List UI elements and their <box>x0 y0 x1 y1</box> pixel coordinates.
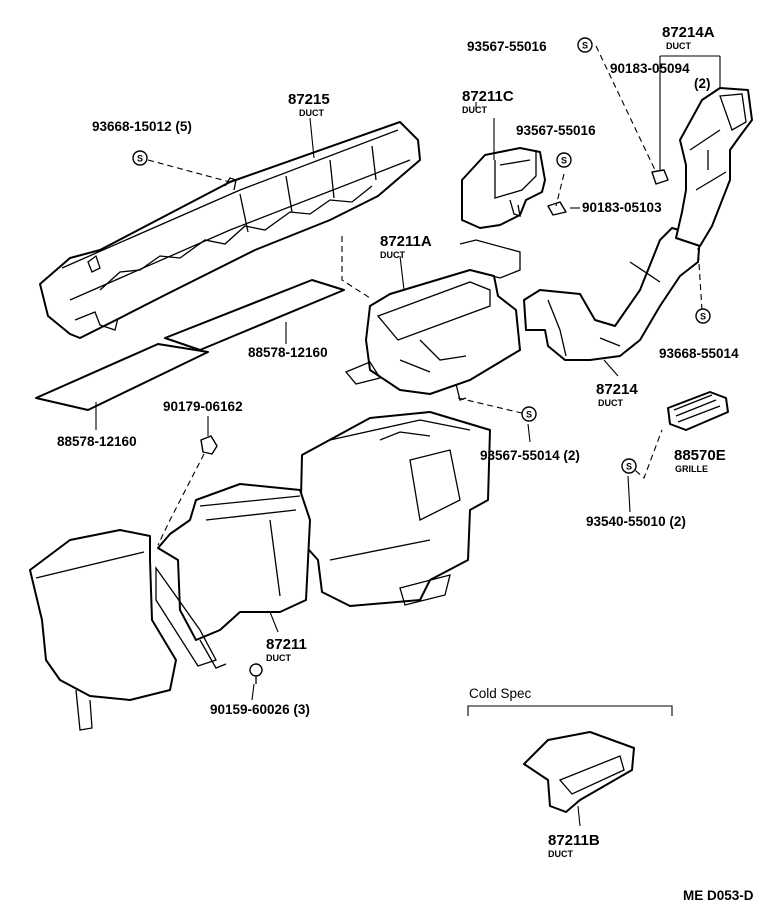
label-93668-15012: 93668-15012 (5) <box>92 119 192 134</box>
svg-text:S: S <box>561 156 567 166</box>
s-symbol-93567-55016-b: S <box>556 152 572 168</box>
s-symbol-93567-55014: S <box>521 406 537 422</box>
label-93668-55014: 93668-55014 <box>659 346 739 361</box>
clip-90183-05094[interactable] <box>651 169 669 185</box>
label-88570E-grille: GRILLE <box>675 464 708 474</box>
label-93567-55014: 93567-55014 (2) <box>480 448 580 463</box>
duct-87211[interactable] <box>155 483 311 669</box>
pad-88578-lower[interactable] <box>35 343 209 411</box>
s-symbol-93668-55014: S <box>695 308 711 324</box>
clip-90183-05103[interactable] <box>547 201 567 216</box>
label-90179-06162: 90179-06162 <box>163 399 243 414</box>
s-symbol-93567-55016-a: S <box>577 37 593 53</box>
s-symbol-93540-55010: S <box>621 458 637 474</box>
label-87215: 87215 <box>288 91 330 108</box>
label-87211: 87211 <box>266 636 307 653</box>
label-93540-55010: 93540-55010 (2) <box>586 514 686 529</box>
svg-text:S: S <box>626 462 632 472</box>
label-87211B: 87211B <box>548 832 600 849</box>
duct-left-outlet[interactable] <box>29 529 177 731</box>
duct-87214A[interactable] <box>675 87 753 247</box>
label-90159-60026: 90159-60026 (3) <box>210 702 310 717</box>
label-87211A-duct: DUCT <box>380 250 405 260</box>
label-87211-duct: DUCT <box>266 653 291 663</box>
dashed-leaders <box>147 45 703 546</box>
duct-87215[interactable] <box>39 121 421 339</box>
screw-90159-60026[interactable] <box>249 663 263 684</box>
diagram-code: ME D053-D <box>683 888 754 903</box>
label-87214-duct: DUCT <box>598 398 623 408</box>
svg-text:S: S <box>526 410 532 420</box>
grille-88570E[interactable] <box>667 391 729 431</box>
label-93567-55016-b: 93567-55016 <box>516 123 596 138</box>
label-88578-upper: 88578-12160 <box>248 345 328 360</box>
label-87215-duct: DUCT <box>299 108 324 118</box>
nut-90179-06162[interactable] <box>200 435 218 455</box>
label-87211C: 87211C <box>462 88 514 105</box>
label-90183-05103: 90183-05103 <box>582 200 662 215</box>
duct-87211C[interactable] <box>461 147 546 229</box>
leader-lines <box>95 55 721 827</box>
label-88570E: 88570E <box>674 447 726 464</box>
pad-88578-upper[interactable] <box>164 279 345 351</box>
svg-text:S: S <box>137 154 143 164</box>
label-93567-55016-a: 93567-55016 <box>467 39 547 54</box>
label-87214A: 87214A <box>662 24 715 41</box>
duct-87211B[interactable] <box>523 731 635 813</box>
duct-87211A[interactable] <box>344 239 521 401</box>
label-90183-05094: 90183-05094 <box>610 61 690 76</box>
label-87214: 87214 <box>596 381 638 398</box>
duct-87214[interactable] <box>523 227 701 361</box>
label-87214A-duct: DUCT <box>666 41 691 51</box>
label-87211C-duct: DUCT <box>462 105 487 115</box>
s-symbol-93668-15012: S <box>132 150 148 166</box>
label-87211B-duct: DUCT <box>548 849 573 859</box>
label-cold-spec: Cold Spec <box>469 686 532 701</box>
label-88578-lower: 88578-12160 <box>57 434 137 449</box>
svg-text:S: S <box>700 312 706 322</box>
label-90183-05094-qty: (2) <box>694 76 711 91</box>
heater-unit[interactable] <box>299 411 491 607</box>
svg-text:S: S <box>582 41 588 51</box>
label-87211A: 87211A <box>380 233 432 250</box>
